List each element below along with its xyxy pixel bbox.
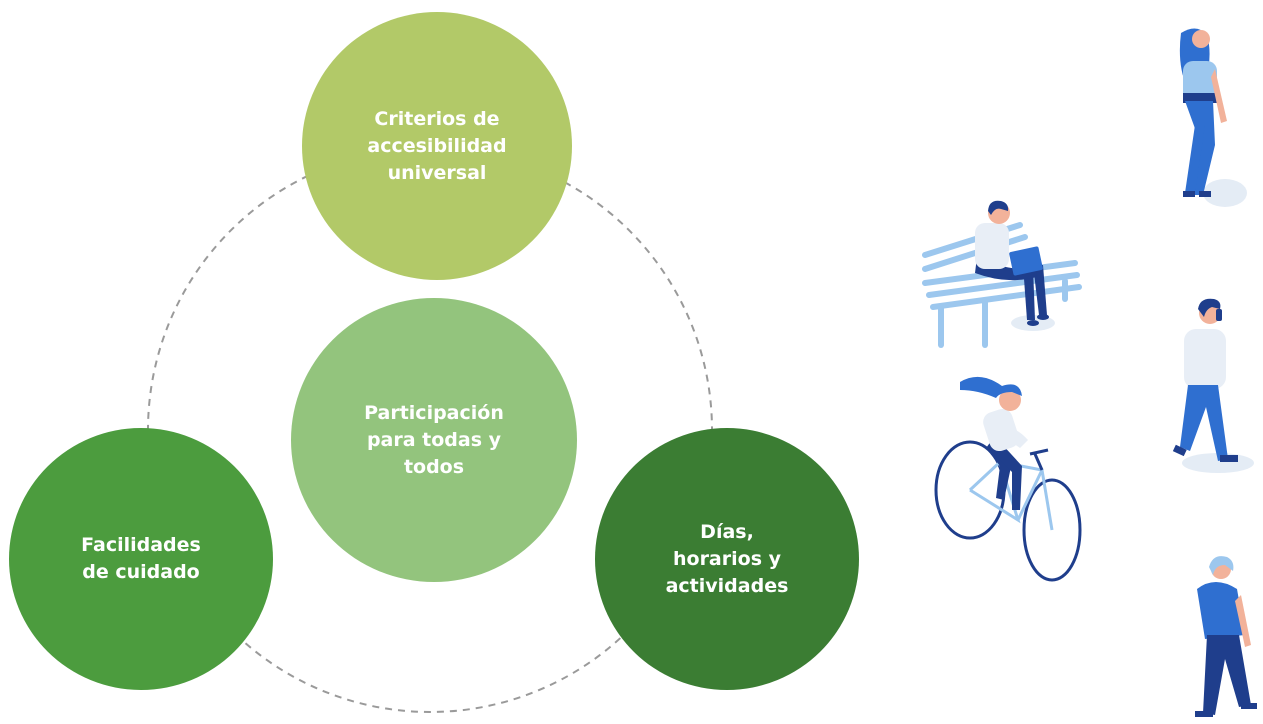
node-days-schedules-label: Días, horarios y actividades xyxy=(665,520,789,597)
person-walking-hoodie-illustration xyxy=(1195,556,1257,717)
woman-walking-illustration xyxy=(1179,28,1247,207)
person-on-bench-laptop-illustration xyxy=(922,200,1082,348)
woman-riding-bicycle-illustration xyxy=(934,376,1082,582)
node-participation: Participación para todas y todos xyxy=(291,298,577,582)
node-care-facilities: Facilidades de cuidado xyxy=(9,428,273,690)
node-care-facilities-label: Facilidades de cuidado xyxy=(81,534,201,583)
node-participation-label: Participación para todas y todos xyxy=(364,401,504,478)
node-accessibility-criteria-label: Criterios de accesibilidad universal xyxy=(367,107,507,184)
node-accessibility-criteria: Criterios de accesibilidad universal xyxy=(302,12,572,280)
man-walking-on-phone-illustration xyxy=(1172,298,1254,473)
node-days-schedules: Días, horarios y actividades xyxy=(595,428,859,690)
